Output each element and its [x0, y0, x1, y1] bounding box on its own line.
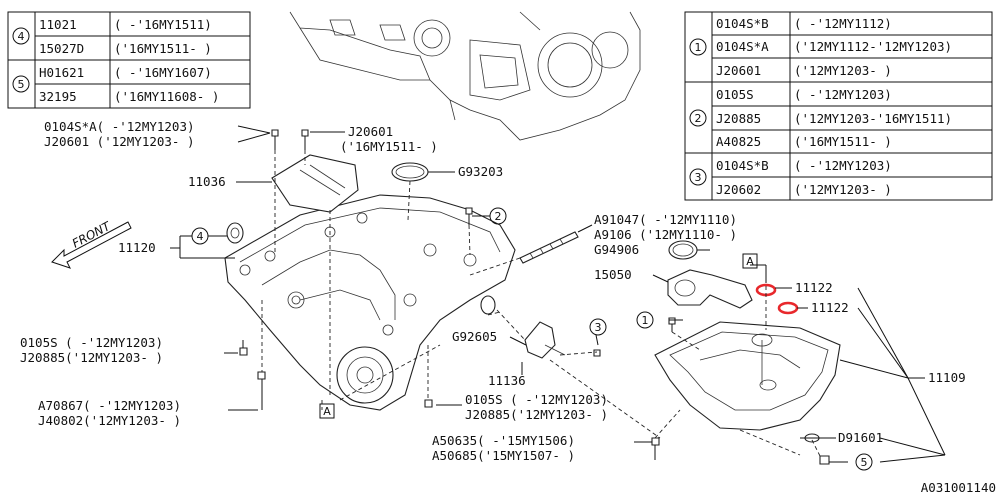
table-left-range: ( -'16MY1607) — [114, 65, 212, 80]
box-marker-a-left — [319, 403, 335, 419]
table-right-code: A40825 — [716, 134, 761, 149]
table-right-range: ('12MY1203- ) — [794, 63, 892, 78]
label-0104sa[interactable]: 0104S*A( -'12MY1203) — [44, 119, 195, 134]
table-right: 1 2 3 0104S*B ( -'12MY1112) 0104S*A ('12… — [684, 11, 993, 201]
table-left-group-5-circle — [12, 75, 30, 93]
table-left-group-5: 5 — [18, 78, 25, 91]
table-right-group-2: 2 — [695, 112, 702, 125]
callout-2-circle — [489, 207, 507, 225]
table-right-code: 0105S — [716, 87, 754, 102]
upper-oil-pan-illustration — [224, 154, 516, 411]
table-right-range: ( -'12MY1203) — [794, 158, 892, 173]
table-left-code: H01621 — [39, 65, 84, 80]
table-right-code: J20885 — [716, 111, 761, 126]
table-right-range: ( -'12MY1112) — [794, 16, 892, 31]
table-left-code: 15027D — [39, 41, 84, 56]
label-11122-a[interactable]: 11122 — [795, 280, 833, 295]
table-right-range: ('16MY1511- ) — [794, 134, 892, 149]
diagram-code: A031001140 — [921, 480, 996, 495]
label-j20885-left[interactable]: J20885('12MY1203- ) — [20, 350, 163, 365]
label-11120[interactable]: 11120 — [118, 240, 156, 255]
label-11122-b[interactable]: 11122 — [811, 300, 849, 315]
table-left-range: ('16MY1511- ) — [114, 41, 212, 56]
label-j40802[interactable]: J40802('12MY1203- ) — [38, 413, 181, 428]
stud-a91047 — [519, 231, 579, 264]
table-left-group-4-circle — [12, 27, 30, 45]
table-right-code: 0104S*B — [716, 158, 769, 173]
callout-3: 3 — [595, 321, 602, 334]
oil-strainer-15050 — [667, 269, 753, 309]
lower-oil-pan-11109 — [654, 321, 841, 431]
table-left: 4 5 11021 ( -'16MY1511) 15027D ('16MY151… — [7, 11, 251, 109]
label-a50635[interactable]: A50635( -'15MY1506) — [432, 433, 575, 448]
label-a9106[interactable]: A9106 ('12MY1110- ) — [594, 227, 737, 242]
label-11136[interactable]: 11136 — [488, 373, 526, 388]
label-j20601-b[interactable]: J20601 — [348, 124, 393, 139]
callout-5-circle — [855, 453, 873, 471]
table-right-code: 0104S*A — [716, 39, 769, 54]
table-right-code: J20601 — [716, 63, 761, 78]
table-right-range: ('12MY1112-'12MY1203) — [794, 39, 952, 54]
label-j20885-mid[interactable]: J20885('12MY1203- ) — [465, 407, 608, 422]
table-left-code: 32195 — [39, 89, 77, 104]
table-right-range: ( -'12MY1203) — [794, 87, 892, 102]
gasket-inner — [672, 243, 694, 257]
label-15050[interactable]: 15050 — [594, 267, 632, 282]
table-left-range: ( -'16MY1511) — [114, 17, 212, 32]
callout-4: 4 — [197, 230, 204, 243]
callout-1-circle — [636, 311, 654, 329]
front-label: FRONT — [70, 218, 114, 250]
table-right-code: 0104S*B — [716, 16, 769, 31]
table-right-group-3-circle — [689, 168, 707, 186]
leader-lines — [170, 125, 946, 463]
table-right-code: J20602 — [716, 182, 761, 197]
label-11036[interactable]: 11036 — [188, 174, 226, 189]
table-left-code: 11021 — [39, 17, 77, 32]
label-g94906[interactable]: G94906 — [594, 242, 639, 257]
callout-3-circle — [589, 318, 607, 336]
box-marker-a-right-label: A — [746, 255, 754, 268]
box-marker-a-left-label: A — [323, 405, 331, 418]
callout-1: 1 — [642, 314, 649, 327]
bolts — [239, 129, 830, 465]
label-a91047[interactable]: A91047( -'12MY1110) — [594, 212, 737, 227]
engine-block-illustration — [289, 11, 641, 141]
label-d91601[interactable]: D91601 — [838, 430, 883, 445]
table-left-range: ('16MY11608- ) — [114, 89, 219, 104]
label-11109[interactable]: 11109 — [928, 370, 966, 385]
table-right-range: ('12MY1203- ) — [794, 182, 892, 197]
table-right-range: ('12MY1203-'16MY1511) — [794, 111, 952, 126]
label-0105s-left[interactable]: 0105S ( -'12MY1203) — [20, 335, 163, 350]
table-right-group-3: 3 — [695, 171, 702, 184]
label-g93203[interactable]: G93203 — [458, 164, 503, 179]
label-0105s-mid[interactable]: 0105S ( -'12MY1203) — [465, 392, 608, 407]
o-ring-inner — [395, 165, 425, 179]
table-right-group-1: 1 — [695, 41, 702, 54]
seal-11122-highlight-b[interactable] — [777, 301, 799, 315]
table-right-group-2-circle — [689, 109, 707, 127]
box-marker-a-right — [742, 253, 758, 269]
label-g92605[interactable]: G92605 — [452, 329, 497, 344]
table-right-group-1-circle — [689, 38, 707, 56]
label-a50685[interactable]: A50685('15MY1507- ) — [432, 448, 575, 463]
label-16my1511: ('16MY1511- ) — [340, 139, 438, 154]
oil-filler-11136 — [480, 295, 566, 359]
callout-4-circle — [191, 227, 209, 245]
callout-5: 5 — [861, 456, 868, 469]
callout-2: 2 — [495, 210, 502, 223]
label-j20601-a[interactable]: J20601 ('12MY1203- ) — [44, 134, 195, 149]
label-a70867[interactable]: A70867( -'12MY1203) — [38, 398, 181, 413]
table-left-group-4: 4 — [18, 30, 25, 43]
